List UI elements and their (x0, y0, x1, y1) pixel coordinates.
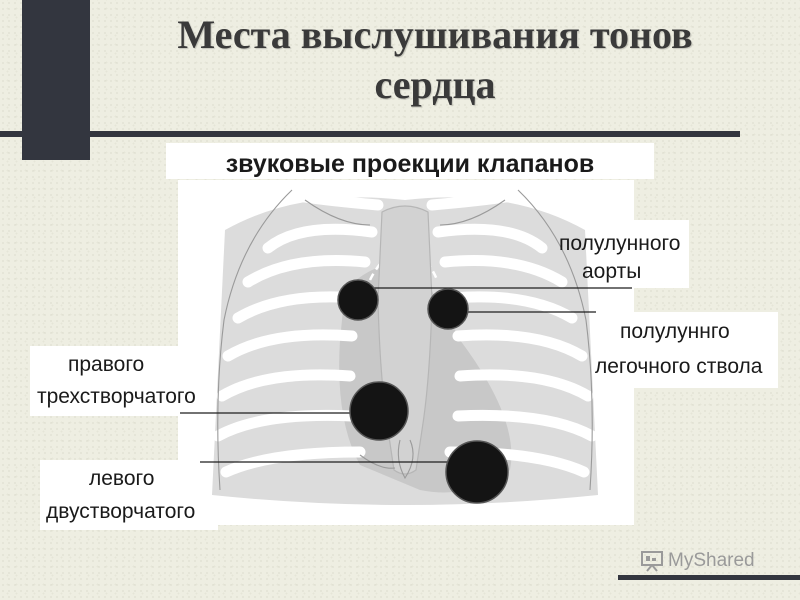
leader-lines (180, 287, 632, 463)
slide-title: Места выслушивания тонов сердца (90, 10, 780, 110)
aortic-label-line-2: аорты (582, 260, 641, 283)
presentation-board-icon (641, 551, 663, 572)
aortic-label-line-1: полулунного (559, 232, 680, 255)
mitral-label-panel (40, 460, 218, 530)
rib-cage-illustration (212, 189, 598, 506)
pulmonary-label-line-1: полулуннго (620, 320, 730, 343)
valve-points (337, 279, 509, 504)
heading-panel (166, 143, 654, 179)
mitral-label-line-1: левого (89, 467, 154, 490)
pulmonary-label-line-2: легочного ствола (595, 355, 763, 378)
slide-title-line-2: сердца (374, 62, 496, 107)
diagram-heading: звуковые проекции клапанов (226, 150, 595, 178)
slide-title-line-1: Места выслушивания тонов (177, 12, 693, 57)
mitral-valve-point (445, 440, 509, 504)
watermark: MyShared (640, 549, 755, 573)
pulmonary-valve-point (427, 288, 469, 330)
aortic-valve-point (337, 279, 379, 321)
pulmonary-label-panel (589, 312, 778, 388)
tricuspid-label-line-1: правого (68, 353, 144, 376)
mitral-label-line-2: двустворчатого (46, 500, 195, 523)
watermark-text: MyShared (668, 550, 755, 571)
footer-divider (618, 575, 800, 580)
tricuspid-label-line-2: трехстворчатого (37, 385, 196, 408)
tricuspid-valve-point (349, 381, 409, 441)
tricuspid-label-panel (30, 346, 224, 416)
title-divider (0, 131, 740, 137)
